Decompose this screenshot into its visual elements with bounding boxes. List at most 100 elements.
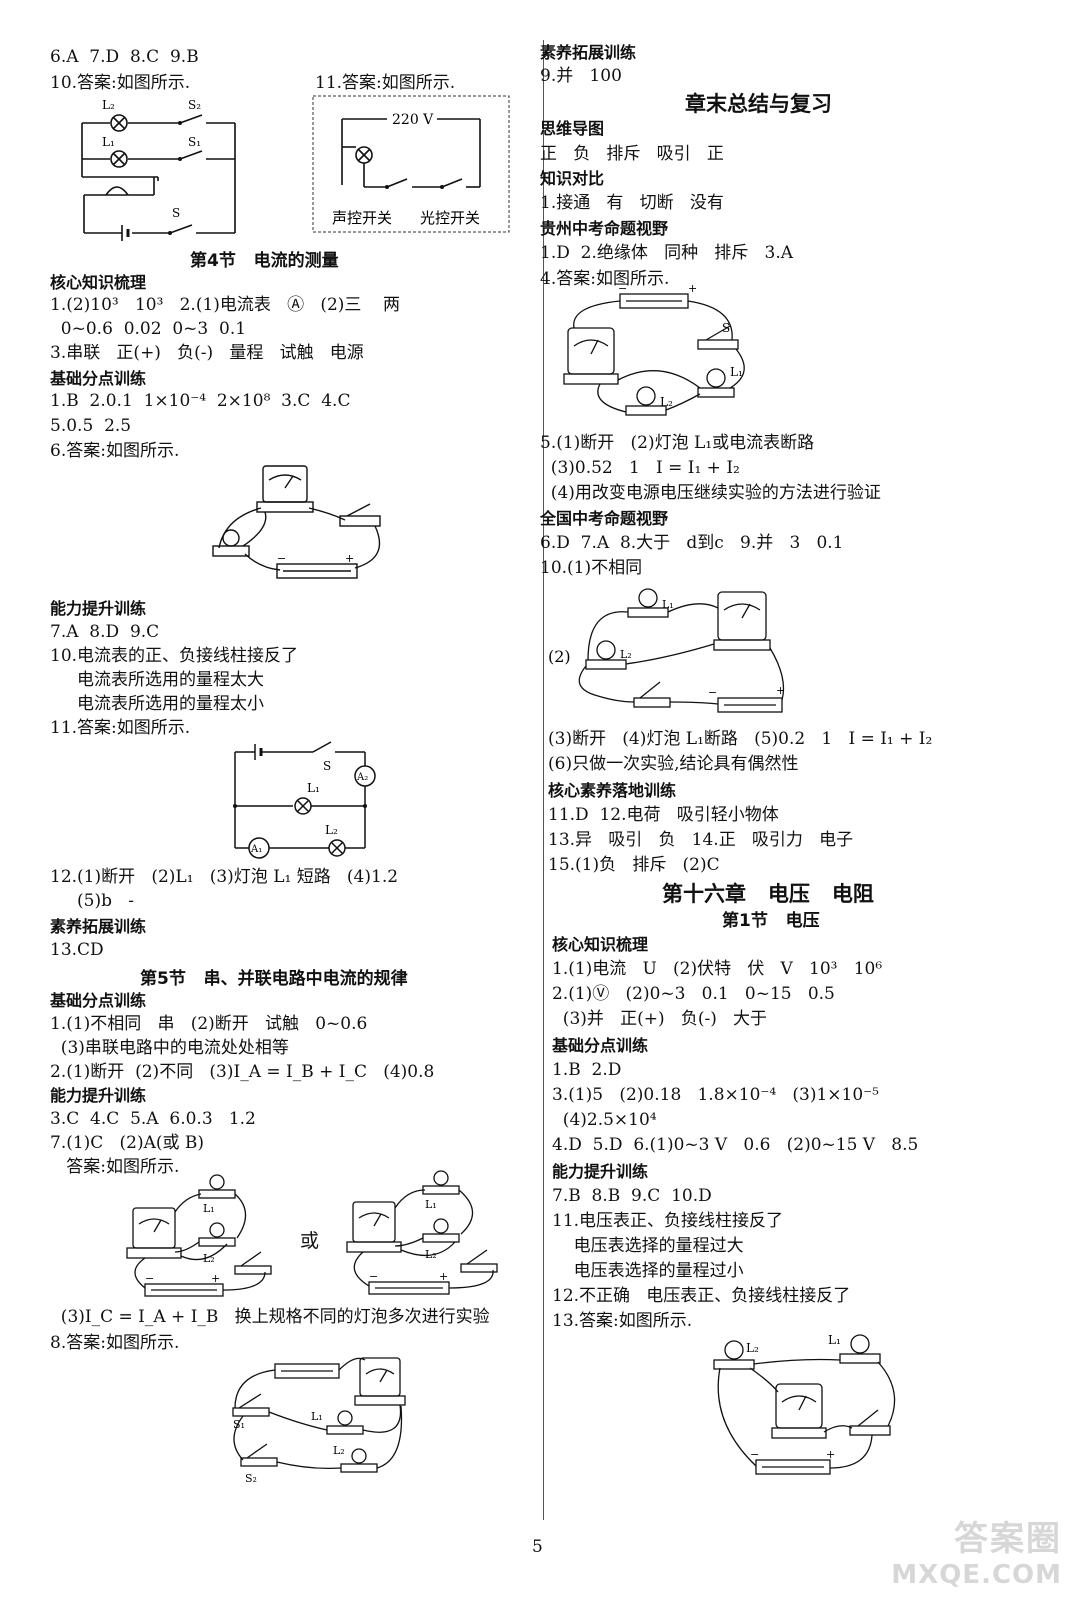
answer-line: (3)断开 (4)灯泡 L₁断路 (5)0.2 1 I = I₁ + I₂ [548,729,933,749]
answer-line: 0~0.6 0.02 0~3 0.1 [50,319,247,339]
svg-text:+: + [776,684,785,697]
subheading: 核心知识梳理 [50,273,147,292]
subheading: 全国中考命题视野 [540,509,669,528]
answer-line: 12.(1)断开 (2)L₁ (3)灯泡 L₁ 短路 (4)1.2 [50,867,399,887]
answer-line: 7.B 8.B 9.C 10.D [552,1186,712,1206]
label-l1: L₁ [311,1410,323,1423]
svg-text:L₂: L₂ [203,1252,215,1265]
subheading: 知识对比 [540,169,605,188]
column-divider [543,40,544,1520]
answer-line: 3.C 4.C 5.A 6.0.3 1.2 [50,1109,256,1129]
label-l2: L₂ [620,648,632,661]
subheading: 基础分点训练 [50,991,147,1010]
label-part2: (2) [548,647,571,666]
circuit-photo-q4: −+ S L₁ L₂ [560,282,760,423]
answer-line: 13.异 吸引 负 14.正 吸引力 电子 [548,830,854,850]
svg-text:+: + [688,282,697,295]
label-l1: L₁ [730,365,743,379]
subheading: 思维导图 [540,119,605,138]
label-l1: L₁ [307,781,320,795]
answer-line: 10.电流表的正、负接线柱接反了 [50,646,299,666]
watermark: 答案圈 MXQE.COM [891,1511,1062,1590]
answer-line: 正 负 排斥 吸引 正 [540,144,724,164]
answer-line: (3)并 正(+) 负(-) 大于 [552,1009,768,1029]
svg-text:+: + [826,1448,835,1461]
svg-text:+: + [345,552,354,565]
svg-text:−: − [708,686,717,699]
watermark-url: MXQE.COM [891,1560,1062,1590]
answer-line: 1.接通 有 切断 没有 [540,193,724,213]
answer-line: 13.CD [50,940,104,960]
label-sound-switch: 声控开关 [332,209,392,227]
section-title: 第1节 电压 [722,911,820,931]
answer-line: 10.(1)不相同 [540,558,643,578]
answer-line: 11.答案:如图所示. [50,718,191,738]
svg-text:+: + [439,1270,448,1283]
answer-line: 9.并 100 [540,66,622,86]
chapter-title: 第十六章 电压 电阻 [662,882,874,906]
label-220v: 220 V [392,112,434,128]
svg-text:L₁: L₁ [425,1198,437,1211]
answer-line: 8.答案:如图所示. [50,1333,180,1353]
answer-line: 电流表所选用的量程太大 [50,670,265,690]
subheading: 能力提升训练 [50,599,147,618]
answer-line: 电压表选择的量程过小 [552,1261,744,1281]
label-s: S [722,321,730,335]
label-s1: S₁ [188,135,201,149]
answer-line: 6.A 7.D 8.C 9.B [50,47,199,67]
answer-line: 5.(1)断开 (2)灯泡 L₁或电流表断路 [540,433,815,453]
answer-line: 7.A 8.D 9.C [50,622,160,642]
answer-line: 1.(1)电流 U (2)伏特 伏 V 10³ 10⁶ [552,959,883,979]
answer-line: (5)b - [50,891,134,911]
circuit-diagram-q11-ammeters: S A₂ L₁ L₂ A₁ [225,740,385,865]
subheading: 贵州中考命题视野 [540,219,669,238]
answer-line: 1.B 2.D [552,1060,622,1080]
label-l2: L₂ [325,823,338,837]
answer-line: (6)只做一次实验,结论具有偶然性 [548,754,799,774]
answer-line: 4.D 5.D 6.(1)0~3 V 0.6 (2)0~15 V 8.5 [552,1135,919,1155]
answer-line: (3)I_C = I_A + I_B 换上规格不同的灯泡多次进行实验 [50,1307,490,1327]
subheading: 基础分点训练 [552,1036,649,1055]
label-l2: L₂ [102,98,115,112]
label-s1: S₁ [233,1418,245,1431]
answer-line: 3.串联 正(+) 负(-) 量程 试触 电源 [50,343,364,363]
answer-line: 6.答案:如图所示. [50,441,180,461]
answer-line: (4)2.5×10⁴ [552,1110,657,1130]
subheading: 能力提升训练 [552,1162,649,1181]
section-title: 第4节 电流的测量 [190,251,339,271]
watermark-logo-text: 答案圈 [954,1519,1062,1559]
label-s2: S₂ [245,1472,257,1485]
svg-text:L₁: L₁ [203,1202,215,1215]
label-s: S [172,206,180,220]
answer-line: 1.(1)不相同 串 (2)断开 试触 0~0.6 [50,1014,368,1034]
svg-text:−: − [277,552,286,565]
label-l1: L₁ [662,598,674,611]
circuit-photo-q10: (2) L₁ L₂ − + [548,578,788,723]
answer-line: 15.(1)负 排斥 (2)C [548,855,720,875]
answer-line: 3.(1)5 (2)0.18 1.8×10⁻⁴ (3)1×10⁻⁵ [552,1085,879,1105]
answer-line: 答案:如图所示. [50,1157,180,1177]
circuit-photo-q13: L₂ L₁ − + [700,1332,910,1482]
label-s: S [323,759,331,773]
label-l2: L₂ [746,1341,759,1355]
answer-line: 电压表选择的量程过大 [552,1236,744,1256]
page-number: 5 [532,1537,543,1557]
svg-text:+: + [211,1272,220,1285]
svg-text:−: − [750,1448,759,1461]
answer-line: (4)用改变电源电压继续实验的方法进行验证 [540,483,881,503]
section-title: 第5节 串、并联电路中电流的规律 [140,969,408,989]
subheading: 核心知识梳理 [552,935,649,954]
answer-line: 11.电压表正、负接线柱接反了 [552,1211,784,1231]
subheading: 基础分点训练 [50,369,147,388]
label-s2: S₂ [188,98,201,112]
subheading: 能力提升训练 [50,1086,147,1105]
answer-line: (3)串联电路中的电流处处相等 [50,1038,289,1058]
answer-line: 1.B 2.0.1 1×10⁻⁴ 2×10⁸ 3.C 4.C [50,391,351,411]
answer-line: 11.D 12.电荷 吸引轻小物体 [548,805,779,825]
answer-line: 2.(1)Ⓥ (2)0~3 0.1 0~15 0.5 [552,984,835,1004]
svg-text:−: − [369,1270,378,1283]
answer-line: 1.(2)10³ 10³ 2.(1)电流表 Ⓐ (2)三 两 [50,295,401,315]
label-l1: L₁ [828,1333,841,1347]
